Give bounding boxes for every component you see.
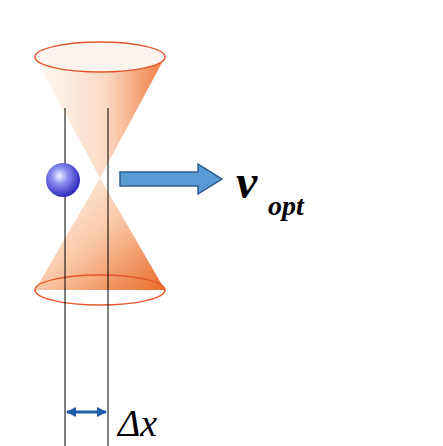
upper-ellipse xyxy=(35,42,165,72)
guide-line xyxy=(108,108,109,446)
velocity-subscript: opt xyxy=(268,192,304,220)
displacement-arrow xyxy=(67,411,106,414)
particle-sphere xyxy=(46,163,80,197)
velocity-symbol: v xyxy=(236,158,257,206)
velocity-arrow xyxy=(120,164,222,194)
lower-ellipse xyxy=(35,275,165,305)
upper-cone xyxy=(35,57,165,178)
lower-cone xyxy=(35,178,165,290)
guide-line xyxy=(65,108,66,446)
displacement-label: Δx xyxy=(118,404,157,442)
